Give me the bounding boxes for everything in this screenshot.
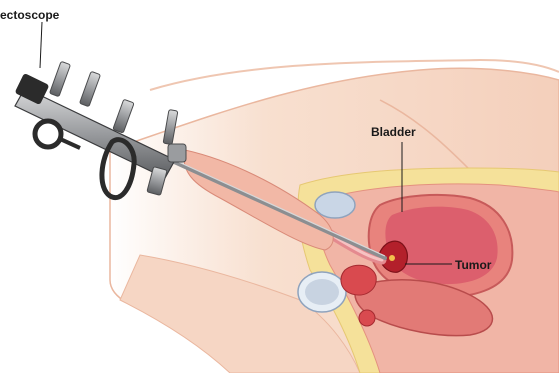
resectoscope-body [15, 61, 186, 197]
resectoscope-label: ectoscope [0, 8, 59, 22]
pubic-bone [315, 192, 355, 218]
testis-inner [305, 279, 339, 305]
resectoscope-leader [40, 22, 42, 68]
tumor-label: Tumor [455, 258, 491, 272]
tumor-highlight [389, 255, 395, 261]
small-gland [359, 310, 375, 326]
bladder-label: Bladder [371, 125, 416, 139]
prostate [341, 265, 376, 295]
